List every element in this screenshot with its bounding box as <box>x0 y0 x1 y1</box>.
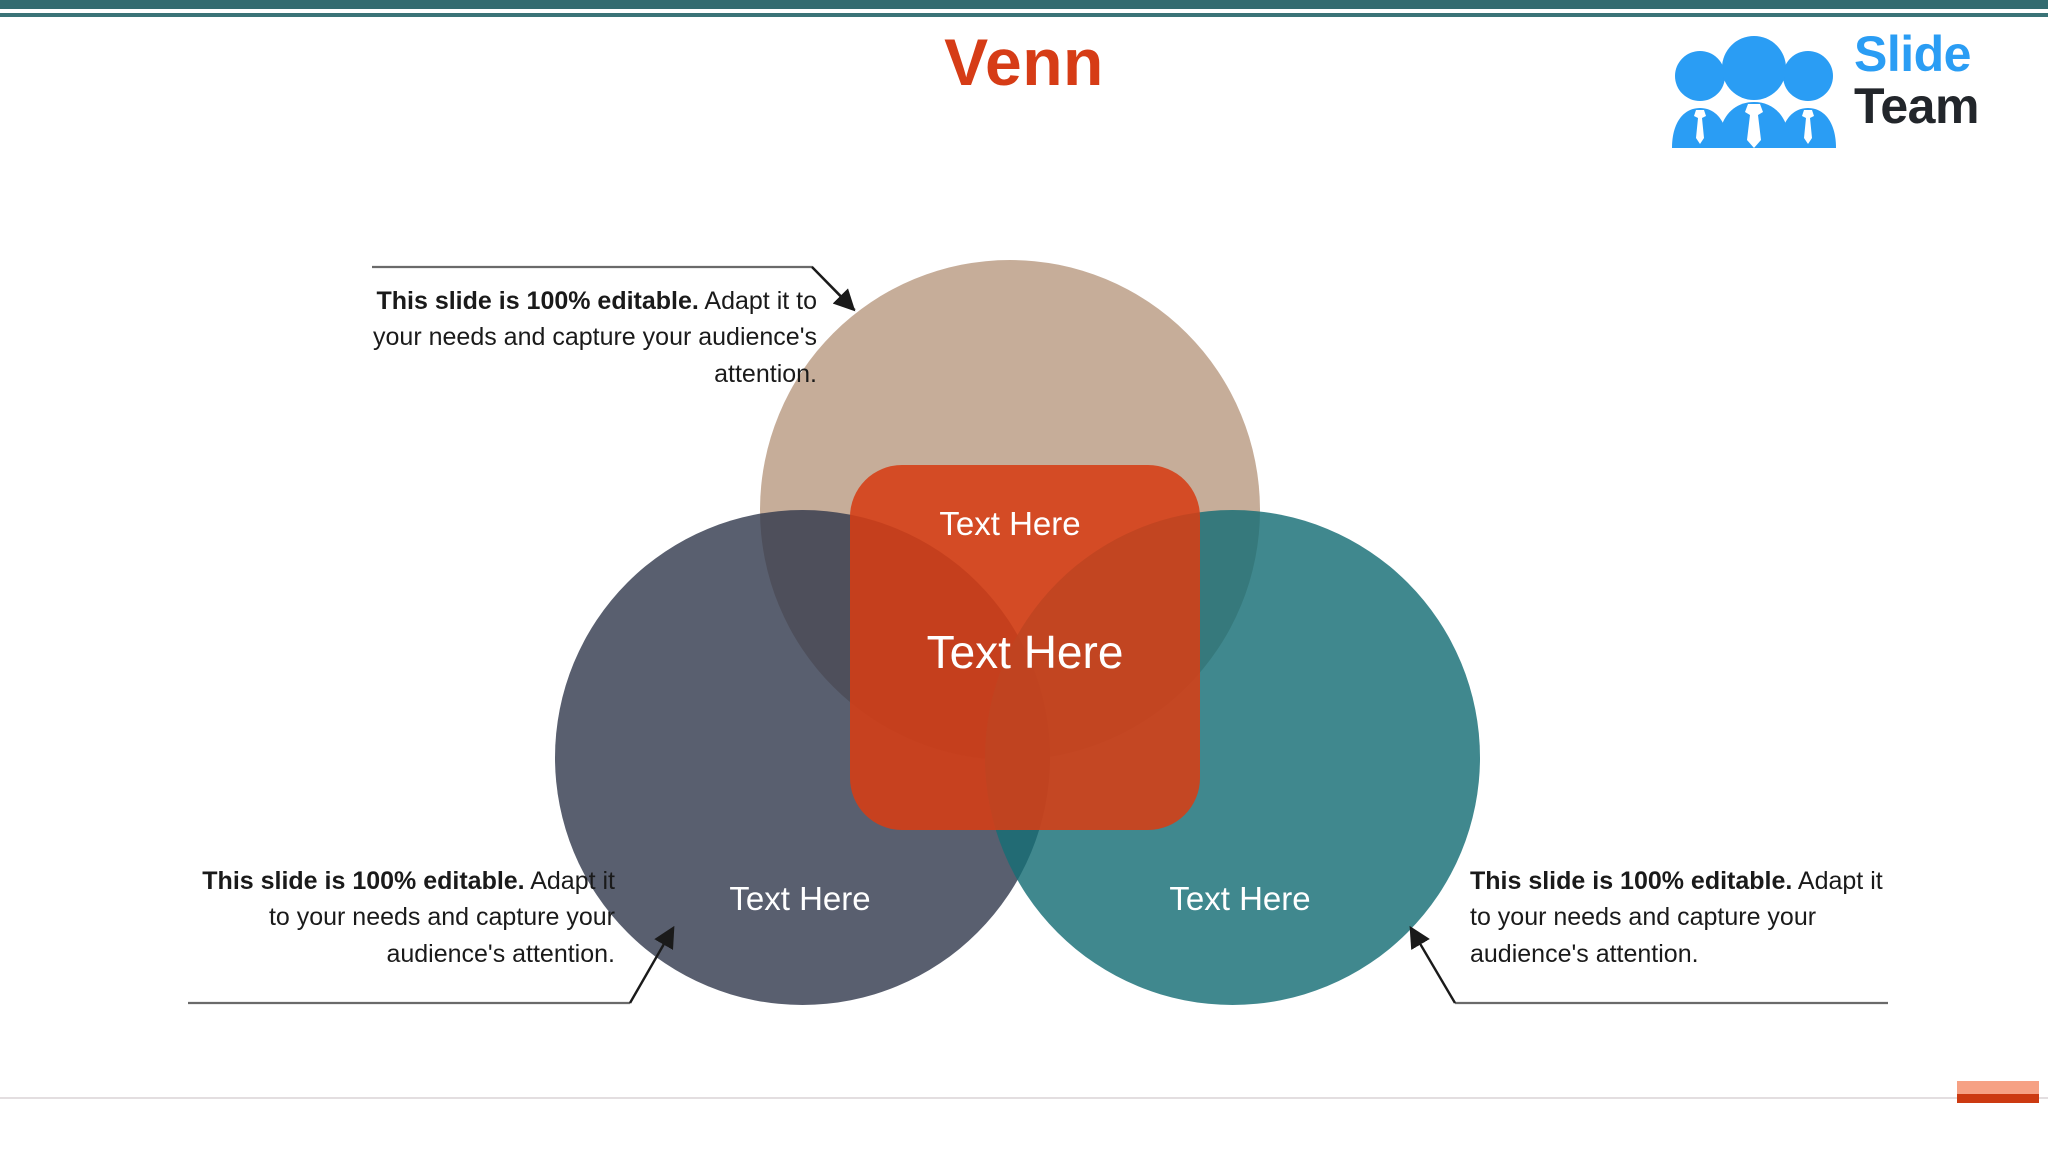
callout-bottom-right-bold: This slide is 100% editable. <box>1470 867 1793 895</box>
page-title: Venn <box>944 25 1104 99</box>
slideteam-logo[interactable]: Slide Team <box>1668 28 2023 153</box>
venn-label-left: Text Here <box>729 880 871 917</box>
top-accent-bar-thin <box>0 13 2048 17</box>
venn-label-right: Text Here <box>1169 880 1311 917</box>
bottom-divider <box>0 1097 2048 1099</box>
callout-top-left-bold: This slide is 100% editable. <box>376 287 699 315</box>
venn-label-top: Text Here <box>939 505 1081 542</box>
three-people-icon <box>1672 36 1836 148</box>
top-accent-gap <box>0 9 2048 13</box>
logo-word-team: Team <box>1854 78 1979 134</box>
callout-bottom-left: This slide is 100% editable. Adapt it to… <box>185 863 615 972</box>
top-accent-bar-thick <box>0 0 2048 9</box>
callout-bottom-left-body: Adapt it to your needs and capture your … <box>268 867 615 968</box>
bottom-accent-light <box>1957 1081 2039 1097</box>
callout-top-left-body: Adapt it to your needs and capture your … <box>373 287 817 388</box>
venn-label-center: Text Here <box>926 626 1124 678</box>
callout-bottom-left-bold: This slide is 100% editable. <box>202 867 525 895</box>
callout-bottom-right: This slide is 100% editable. Adapt it to… <box>1470 863 1900 972</box>
callout-top-left: This slide is 100% editable. Adapt it to… <box>372 283 817 392</box>
venn-center-square[interactable] <box>850 465 1200 830</box>
logo-word-slide: Slide <box>1854 26 1971 82</box>
venn-diagram: Text Here Text Here Text Here Text Here <box>520 250 1530 1040</box>
callout-bottom-right-body: Adapt it to your needs and capture your … <box>1470 867 1883 968</box>
slideteam-logo-text: Slide Team <box>1854 28 2034 132</box>
bottom-accent-dark <box>1957 1094 2039 1103</box>
